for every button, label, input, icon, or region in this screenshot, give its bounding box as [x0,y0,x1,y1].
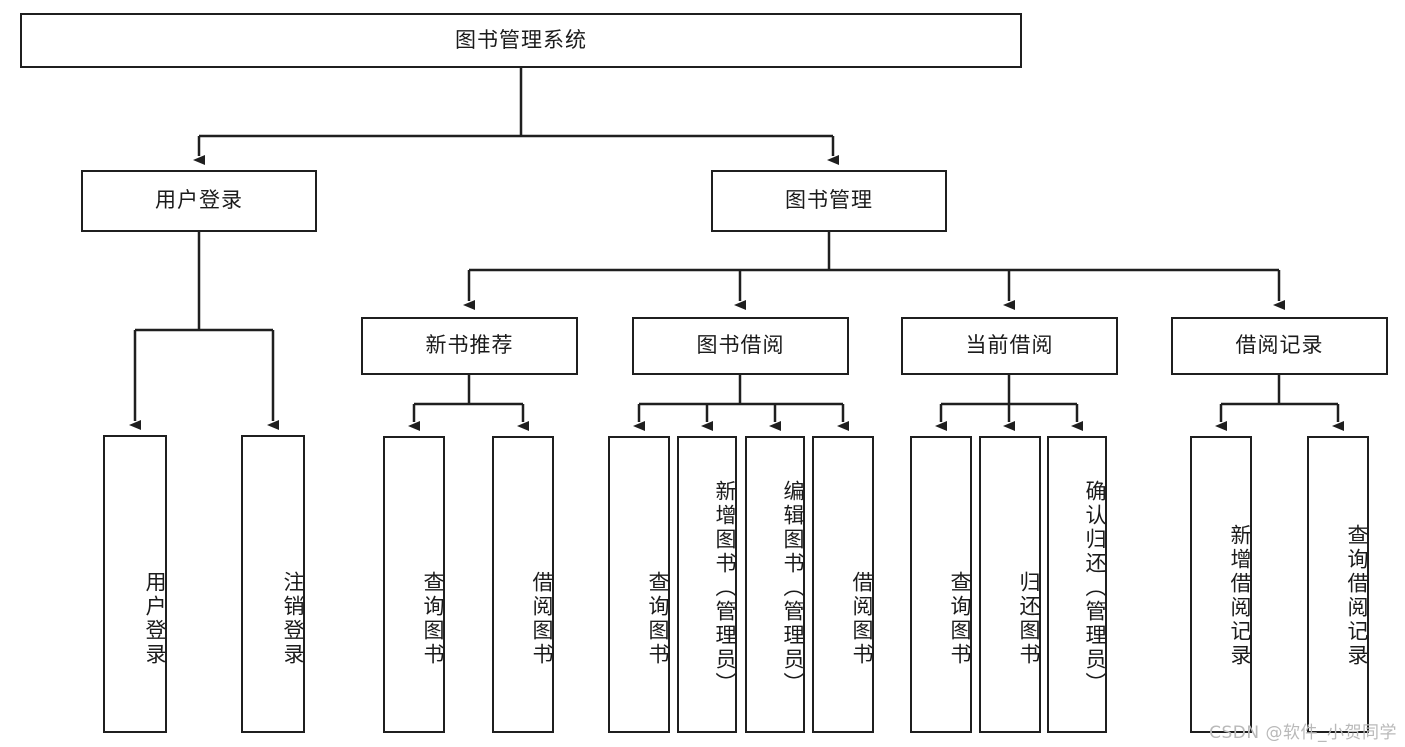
node-book-borrow[interactable]: 图书借阅 [632,317,849,375]
node-root-label: 图书管理系统 [455,27,587,52]
node-book-manage-label: 图书管理 [785,188,873,213]
node-leaf-query-book-1[interactable]: 查询图书 [383,436,445,733]
node-leaf-add-book-label: 新增图书（管理员） [713,479,737,696]
node-leaf-borrow-book-1-label: 借阅图书 [530,570,554,667]
node-leaf-query-book-2-label: 查询图书 [646,570,670,667]
node-leaf-query-book-3-label: 查询图书 [948,570,972,667]
node-leaf-logout[interactable]: 注销登录 [241,435,305,733]
node-leaf-confirm-return-label: 确认归还（管理员） [1083,479,1107,696]
node-user-login[interactable]: 用户登录 [81,170,317,232]
node-borrow-record[interactable]: 借阅记录 [1171,317,1388,375]
node-leaf-user-login-label: 用户登录 [143,571,167,667]
node-leaf-return-book-label: 归还图书 [1017,570,1041,667]
node-book-borrow-label: 图书借阅 [696,333,785,358]
node-leaf-add-book[interactable]: 新增图书（管理员） [677,436,737,733]
node-borrow-record-label: 借阅记录 [1235,333,1324,358]
node-leaf-query-book-2[interactable]: 查询图书 [608,436,670,733]
node-current-borrow[interactable]: 当前借阅 [901,317,1118,375]
node-leaf-query-record[interactable]: 查询借阅记录 [1307,436,1369,733]
node-leaf-logout-label: 注销登录 [281,571,305,667]
node-leaf-confirm-return[interactable]: 确认归还（管理员） [1047,436,1107,733]
node-current-borrow-label: 当前借阅 [965,333,1054,358]
node-leaf-query-book-1-label: 查询图书 [421,570,445,667]
watermark-text: CSDN @软件_小贺同学 [1209,723,1397,743]
node-leaf-query-record-label: 查询借阅记录 [1345,523,1369,668]
node-leaf-borrow-book-2-label: 借阅图书 [850,570,874,667]
node-new-book-rec-label: 新书推荐 [425,333,514,358]
node-leaf-user-login[interactable]: 用户登录 [103,435,167,733]
node-user-login-label: 用户登录 [155,188,243,213]
node-leaf-edit-book-label: 编辑图书（管理员） [781,479,805,696]
node-book-manage[interactable]: 图书管理 [711,170,947,232]
node-leaf-return-book[interactable]: 归还图书 [979,436,1041,733]
node-leaf-add-record[interactable]: 新增借阅记录 [1190,436,1252,733]
node-new-book-rec[interactable]: 新书推荐 [361,317,578,375]
node-leaf-query-book-3[interactable]: 查询图书 [910,436,972,733]
node-leaf-borrow-book-1[interactable]: 借阅图书 [492,436,554,733]
node-leaf-edit-book[interactable]: 编辑图书（管理员） [745,436,805,733]
node-leaf-add-record-label: 新增借阅记录 [1228,523,1252,668]
node-leaf-borrow-book-2[interactable]: 借阅图书 [812,436,874,733]
node-root[interactable]: 图书管理系统 [20,13,1022,68]
